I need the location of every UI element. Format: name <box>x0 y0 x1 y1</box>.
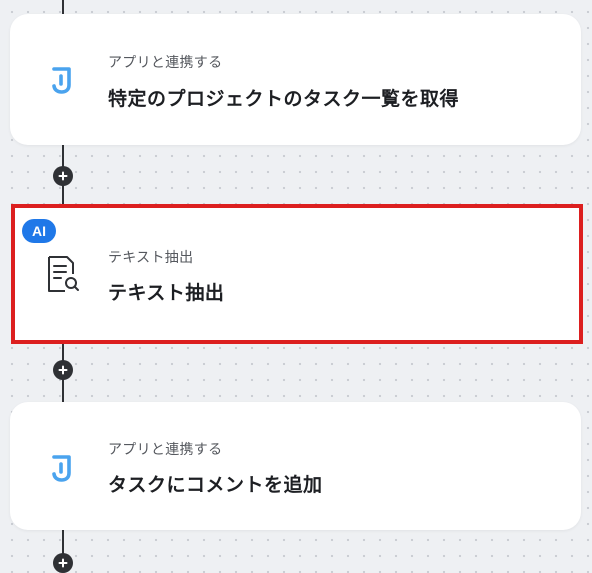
plus-icon <box>58 558 68 568</box>
plus-icon <box>58 365 68 375</box>
step-title: テキスト抽出 <box>108 282 225 304</box>
step-title: タスクにコメントを追加 <box>108 474 323 496</box>
step-subtitle: テキスト抽出 <box>108 250 194 266</box>
step-subtitle: アプリと連携する <box>108 55 223 71</box>
plus-icon <box>58 171 68 181</box>
step-subtitle: アプリと連携する <box>108 442 223 458</box>
add-step-button[interactable] <box>53 360 73 380</box>
flow-connector-line <box>62 530 64 563</box>
workflow-step-card-add-comment[interactable]: アプリと連携する タスクにコメントを追加 <box>10 402 581 530</box>
workflow-step-card-get-tasks[interactable]: アプリと連携する 特定のプロジェクトのタスク一覧を取得 <box>10 14 581 145</box>
flow-connector-line <box>62 0 64 14</box>
add-step-button[interactable] <box>53 166 73 186</box>
ai-badge: AI <box>22 219 56 243</box>
document-search-icon <box>41 254 81 294</box>
workflow-step-card-text-extraction[interactable]: テキスト抽出 テキスト抽出 <box>11 204 583 344</box>
jooto-app-icon <box>42 448 82 488</box>
step-title: 特定のプロジェクトのタスク一覧を取得 <box>108 88 460 110</box>
jooto-app-icon <box>42 60 82 100</box>
add-step-button[interactable] <box>53 553 73 573</box>
